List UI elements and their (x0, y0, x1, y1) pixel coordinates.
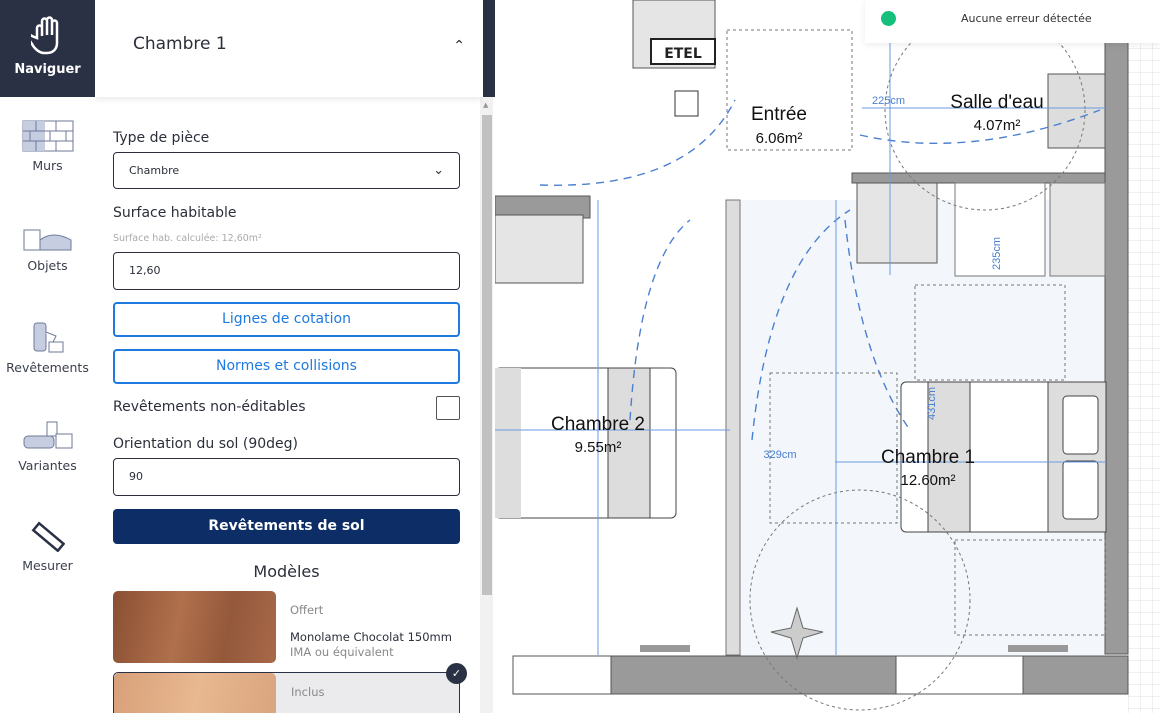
ruler-icon (31, 521, 65, 552)
grid-background (1128, 40, 1160, 713)
chevron-down-icon: ⌄ (433, 163, 444, 178)
shower (954, 182, 1046, 277)
model-card-selected[interactable]: Inclus (113, 672, 460, 713)
room-name-chambre-2[interactable]: Chambre 2 (551, 414, 645, 435)
panel-scrollbar[interactable]: ▲ (480, 97, 493, 713)
scroll-up-arrow-icon[interactable]: ▲ (483, 101, 489, 109)
orientation-label: Orientation du sol (90deg) (113, 436, 299, 452)
room-type-label: Type de pièce (113, 130, 210, 146)
status-ok-indicator (881, 11, 896, 26)
nav-item-objets[interactable]: Objets (0, 220, 95, 273)
partition-wall (725, 199, 741, 656)
orientation-input[interactable]: 90 (113, 458, 460, 496)
panel-header: Chambre 1 ⌃ (95, 0, 483, 97)
norms-collisions-button[interactable]: Normes et collisions (113, 349, 460, 384)
nav-item-mesurer[interactable]: Mesurer (0, 520, 95, 573)
panel-edge (483, 0, 495, 97)
model-tag: Offert (290, 603, 324, 617)
compass-icon (770, 606, 824, 660)
tool-sidebar: Naviguer Murs Objets Revêtements Variant… (0, 0, 95, 713)
room-name-salle-deau[interactable]: Salle d'eau (950, 92, 1043, 113)
nav-label: Mesurer (22, 558, 73, 573)
room-area-chambre-2: 9.55m² (575, 439, 622, 456)
hand-icon (30, 16, 58, 55)
room-name-chambre-1[interactable]: Chambre 1 (881, 447, 975, 468)
wood-thumbnail (114, 673, 276, 713)
orientation-value: 90 (129, 470, 143, 483)
surface-value: 12,60 (129, 264, 161, 277)
bed-chambre-1 (900, 381, 1107, 533)
swatch-icon (33, 322, 63, 353)
floor-plan-canvas[interactable]: ETEL 225cm 235cm 431cm 329cm Entrée 6.06… (495, 0, 1160, 713)
nav-item-revetements[interactable]: Revêtements (0, 322, 95, 375)
room-name-entree[interactable]: Entrée (751, 104, 807, 125)
radiator-icon (640, 645, 690, 652)
wood-thumbnail (113, 591, 276, 663)
models-title: Modèles (253, 562, 320, 581)
wall-icon (22, 120, 73, 152)
model-card[interactable]: Offert Monolame Chocolat 150mm IMA ou éq… (113, 591, 460, 665)
nav-label: Variantes (18, 458, 77, 473)
dimension-lines-button[interactable]: Lignes de cotation (113, 302, 460, 337)
surface-label: Surface habitable (113, 205, 237, 221)
check-icon: ✓ (446, 663, 467, 684)
nav-label: Objets (27, 258, 68, 273)
non-editable-label: Revêtements non-éditables (113, 399, 306, 415)
window (895, 655, 1024, 695)
room-area-salle-deau: 4.07m² (974, 117, 1021, 134)
floor-coverings-button[interactable]: Revêtements de sol (113, 509, 460, 544)
variants-icon (23, 421, 72, 449)
nav-label: Revêtements (6, 360, 89, 375)
room-type-select[interactable]: Chambre ⌄ (113, 152, 460, 189)
nav-item-variantes[interactable]: Variantes (0, 420, 95, 473)
chevron-up-icon[interactable]: ⌃ (453, 38, 465, 54)
surface-hint: Surface hab. calculée: 12,60m² (113, 233, 262, 244)
etel-box (650, 38, 716, 65)
model-subtitle: IMA ou équivalent (290, 645, 394, 659)
non-editable-checkbox[interactable] (436, 396, 460, 420)
surface-input[interactable]: 12,60 (113, 252, 460, 290)
room-area-entree: 6.06m² (756, 130, 803, 147)
dimension-label: 225cm (872, 95, 905, 107)
nav-item-murs[interactable]: Murs (0, 120, 95, 173)
scrollbar-thumb[interactable] (482, 115, 492, 595)
nav-label: Murs (32, 158, 63, 173)
etel-label: ETEL (664, 46, 702, 62)
nav-item-naviguer[interactable]: Naviguer (0, 0, 95, 97)
stairs-icon (674, 90, 699, 117)
room-area-chambre-1: 12.60m² (900, 472, 955, 489)
dimension-label: 431cm (926, 387, 938, 420)
model-name: Monolame Chocolat 150mm (290, 630, 452, 644)
error-status-banner: Aucune erreur détectée (865, 0, 1160, 43)
nav-label: Naviguer (14, 62, 81, 77)
radiator-icon (1008, 645, 1068, 652)
status-text: Aucune erreur détectée (961, 12, 1092, 25)
model-tag: Inclus (291, 685, 325, 699)
room-properties-panel: Chambre 1 ⌃ Type de pièce Chambre ⌄ Surf… (95, 0, 483, 713)
dimension-label: 235cm (991, 237, 1003, 270)
window (512, 655, 612, 695)
furniture-icon (23, 229, 71, 251)
dimension-label: 329cm (763, 449, 796, 461)
room-type-value: Chambre (129, 164, 180, 177)
panel-title: Chambre 1 (133, 34, 227, 54)
